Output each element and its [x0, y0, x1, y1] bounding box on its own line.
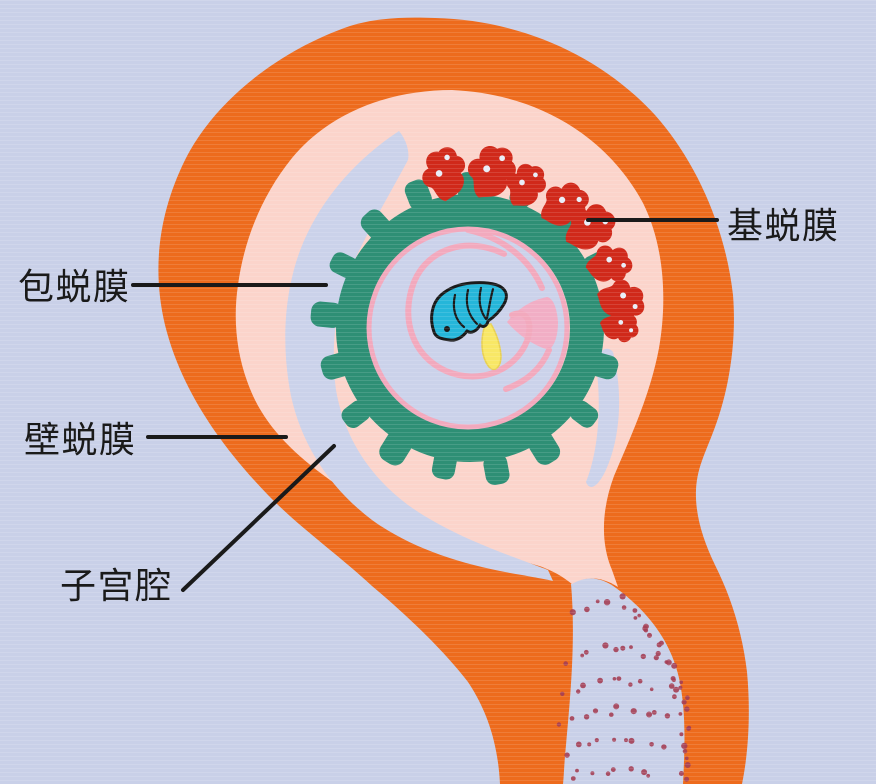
label-capsular-decidua: 包蜕膜	[18, 267, 131, 307]
leader-line-uterine-cavity	[181, 444, 336, 592]
label-uterine-cavity: 子宫腔	[60, 566, 173, 606]
label-parietal-decidua: 壁蜕膜	[24, 420, 137, 460]
embryo-eye-dot	[444, 326, 450, 332]
label-basal-decidua: 基蜕膜	[727, 206, 840, 246]
